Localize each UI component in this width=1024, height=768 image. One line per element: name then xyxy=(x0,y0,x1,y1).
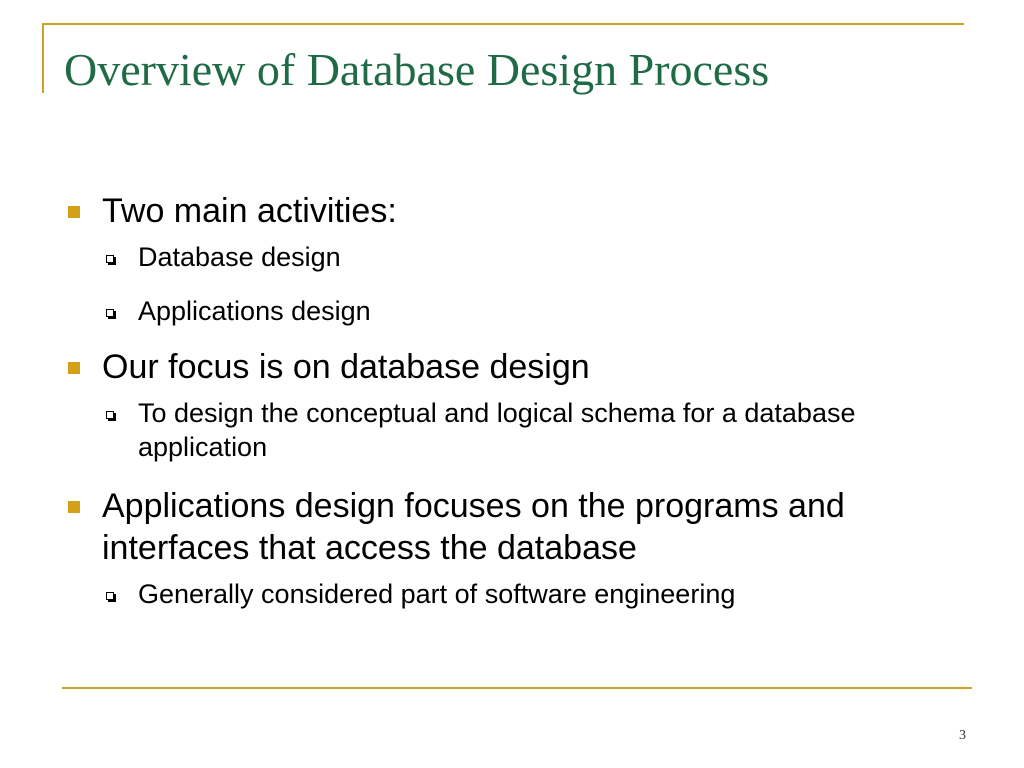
frame-bottom-line xyxy=(62,687,972,689)
bullet-text: Two main activities: xyxy=(102,192,397,230)
bullet-item: Our focus is on database design xyxy=(64,346,964,388)
hollow-square-bullet-icon xyxy=(106,411,114,419)
bullet-item: Applications design focuses on the progr… xyxy=(64,485,964,569)
subbullet-text: To design the conceptual and logical sch… xyxy=(138,398,856,462)
square-bullet-icon xyxy=(68,501,80,513)
subbullet-item: Applications design xyxy=(64,294,964,328)
hollow-square-bullet-icon xyxy=(106,309,114,317)
square-bullet-icon xyxy=(68,362,80,374)
subbullet-item: To design the conceptual and logical sch… xyxy=(64,396,964,464)
frame-left-line xyxy=(42,23,44,93)
subbullet-text: Database design xyxy=(138,242,341,272)
slide-content: Two main activities: Database design App… xyxy=(64,190,964,611)
square-bullet-icon xyxy=(68,206,80,218)
hollow-square-bullet-icon xyxy=(106,592,114,600)
slide-title: Overview of Database Design Process xyxy=(64,44,770,95)
page-number: 3 xyxy=(959,728,966,743)
subbullet-text: Generally considered part of software en… xyxy=(138,579,736,609)
frame-top-line xyxy=(42,23,964,25)
hollow-square-bullet-icon xyxy=(106,255,114,263)
subbullet-item: Generally considered part of software en… xyxy=(64,577,964,611)
bullet-text: Applications design focuses on the progr… xyxy=(102,487,845,567)
bullet-text: Our focus is on database design xyxy=(102,348,590,386)
subbullet-item: Database design xyxy=(64,240,964,274)
subbullet-text: Applications design xyxy=(138,296,371,326)
bullet-item: Two main activities: xyxy=(64,190,964,232)
